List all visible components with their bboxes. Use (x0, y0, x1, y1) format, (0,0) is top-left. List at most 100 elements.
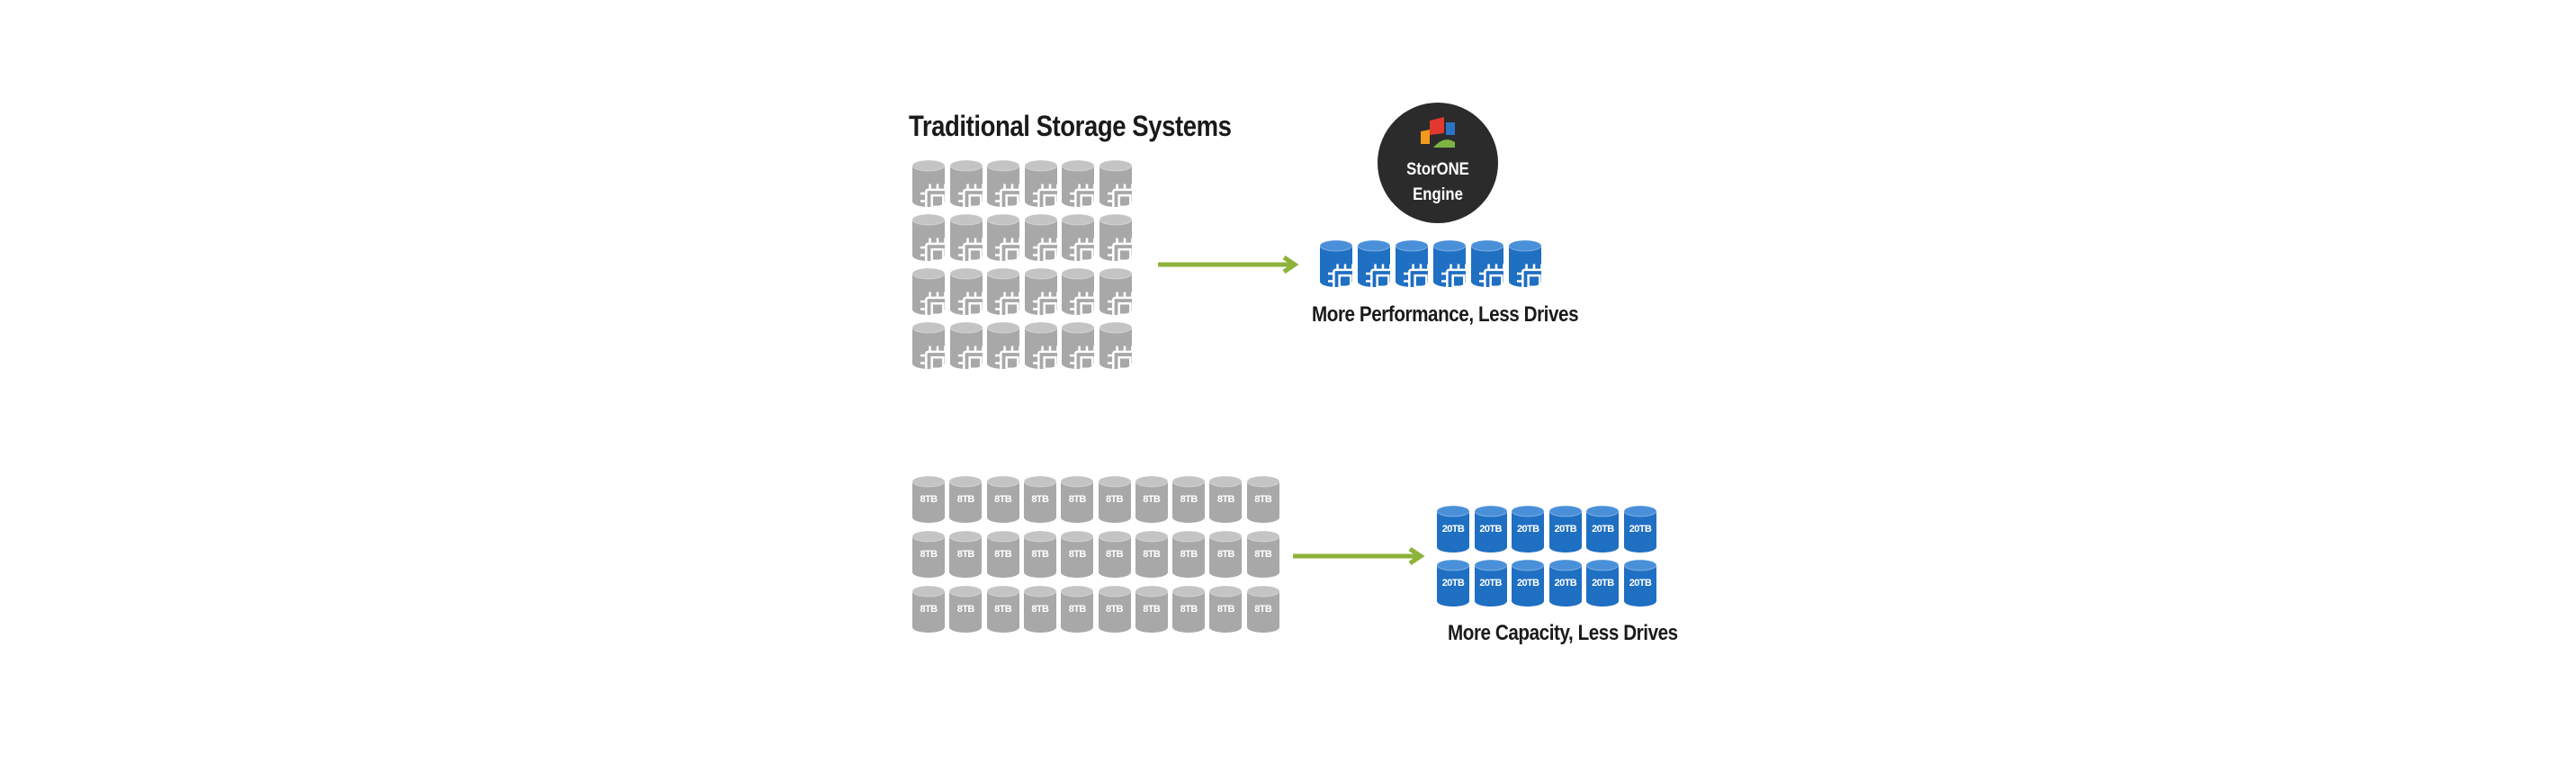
chip-icon (995, 230, 1029, 273)
traditional-drive (1099, 213, 1142, 273)
storone-capacity-drive: 20TB (1623, 505, 1657, 554)
storone-capacity-drive: 20TB (1436, 559, 1470, 608)
traditional-drive (986, 321, 1029, 381)
performance-caption: More Performance, Less Drives (1312, 302, 1579, 327)
traditional-drive (1061, 267, 1104, 327)
storone-drive (1432, 239, 1476, 299)
drive-capacity-label: 8TB (1254, 604, 1272, 615)
storone-capacity-drive: 20TB (1511, 559, 1545, 608)
drive-capacity-label: 8TB (1143, 549, 1161, 560)
chip-icon (1107, 176, 1142, 219)
traditional-drive (1099, 321, 1142, 381)
drive-capacity-label: 20TB (1592, 578, 1614, 589)
engine-subtitle: Engine (1413, 185, 1463, 204)
drive-capacity-label: 8TB (994, 549, 1012, 560)
drive-capacity-label: 8TB (1216, 604, 1235, 615)
drive-capacity-label: 8TB (956, 549, 975, 560)
chip-icon (920, 338, 955, 381)
chip-icon (1032, 230, 1067, 273)
drive-capacity-label: 8TB (1031, 494, 1049, 505)
drive-capacity-label: 8TB (1106, 549, 1124, 560)
drive-capacity-label: 20TB (1479, 524, 1502, 535)
drive-capacity-label: 8TB (1254, 549, 1272, 560)
capacity-caption: More Capacity, Less Drives (1448, 621, 1678, 645)
traditional-capacity-drive: 8TB (1246, 530, 1280, 580)
drive-capacity-label: 8TB (1031, 549, 1049, 560)
chip-icon (957, 230, 992, 273)
drive-capacity-label: 20TB (1516, 524, 1539, 535)
traditional-drive (1099, 159, 1142, 219)
traditional-drive (911, 159, 955, 219)
drive-capacity-label: 8TB (1143, 604, 1161, 615)
traditional-drive (986, 159, 1029, 219)
traditional-drive (1061, 159, 1104, 219)
traditional-capacity-drive: 8TB (1246, 475, 1280, 525)
traditional-capacity-drive: 8TB (1023, 585, 1057, 634)
traditional-capacity-drive: 8TB (1171, 475, 1206, 525)
chip-icon (1032, 338, 1067, 381)
chip-icon (957, 176, 992, 219)
chip-icon (1404, 256, 1438, 299)
drive-capacity-label: 20TB (1479, 578, 1502, 589)
traditional-capacity-drive: 8TB (1208, 475, 1243, 525)
drive-capacity-label: 8TB (920, 549, 938, 560)
arrow-right-icon (1158, 255, 1304, 274)
chip-icon (1107, 284, 1142, 327)
chip-icon (1032, 284, 1067, 327)
drive-capacity-label: 8TB (920, 604, 938, 615)
chip-icon (957, 284, 992, 327)
traditional-drive (911, 267, 955, 327)
storone-capacity-drive: 20TB (1474, 505, 1508, 554)
traditional-capacity-drive: 8TB (1135, 585, 1169, 634)
chip-icon (1032, 176, 1067, 219)
drive-capacity-label: 8TB (994, 604, 1012, 615)
drive-capacity-label: 20TB (1554, 524, 1577, 535)
chip-icon (995, 338, 1029, 381)
chip-icon (1107, 338, 1142, 381)
drive-capacity-label: 8TB (1106, 494, 1124, 505)
storone-capacity-drive: 20TB (1436, 505, 1470, 554)
drive-capacity-label: 20TB (1592, 524, 1614, 535)
drive-capacity-label: 20TB (1441, 524, 1465, 535)
traditional-capacity-drive: 8TB (1098, 585, 1132, 634)
drive-capacity-label: 8TB (1106, 604, 1124, 615)
storone-capacity-drive: 20TB (1548, 505, 1583, 554)
drive-capacity-label: 20TB (1554, 578, 1577, 589)
traditional-capacity-drive: 8TB (948, 585, 983, 634)
drive-capacity-label: 8TB (994, 494, 1012, 505)
traditional-capacity-drive: 8TB (911, 530, 946, 580)
chip-icon (1366, 256, 1400, 299)
chip-icon (1107, 230, 1142, 273)
drive-capacity-label: 20TB (1516, 578, 1539, 589)
traditional-drive (949, 159, 992, 219)
traditional-capacity-drive: 8TB (986, 475, 1020, 525)
drive-capacity-label: 8TB (1216, 494, 1235, 505)
storone-capacity-drive: 20TB (1548, 559, 1583, 608)
chip-icon (1070, 338, 1104, 381)
chip-icon (920, 176, 955, 219)
chip-icon (995, 284, 1029, 327)
drive-capacity-label: 8TB (956, 604, 975, 615)
drive-capacity-label: 8TB (1068, 604, 1087, 615)
drive-capacity-label: 8TB (1180, 549, 1198, 560)
traditional-drive (1024, 159, 1067, 219)
storone-drive (1319, 239, 1362, 299)
traditional-capacity-drive: 8TB (1060, 585, 1094, 634)
storone-drive (1508, 239, 1551, 299)
drive-capacity-label: 20TB (1629, 578, 1652, 589)
storone-drive (1357, 239, 1400, 299)
drive-capacity-label: 8TB (956, 494, 975, 505)
traditional-capacity-drive: 8TB (986, 585, 1020, 634)
storone-capacity-drive: 20TB (1511, 505, 1545, 554)
drive-capacity-label: 8TB (1068, 549, 1087, 560)
chip-icon (1070, 176, 1104, 219)
traditional-drive (1061, 321, 1104, 381)
traditional-drive (1061, 213, 1104, 273)
traditional-drive (949, 267, 992, 327)
traditional-capacity-drive: 8TB (1023, 475, 1057, 525)
drive-capacity-label: 8TB (1180, 494, 1198, 505)
traditional-capacity-drive: 8TB (948, 530, 983, 580)
traditional-capacity-drive: 8TB (911, 585, 946, 634)
chip-icon (995, 176, 1029, 219)
